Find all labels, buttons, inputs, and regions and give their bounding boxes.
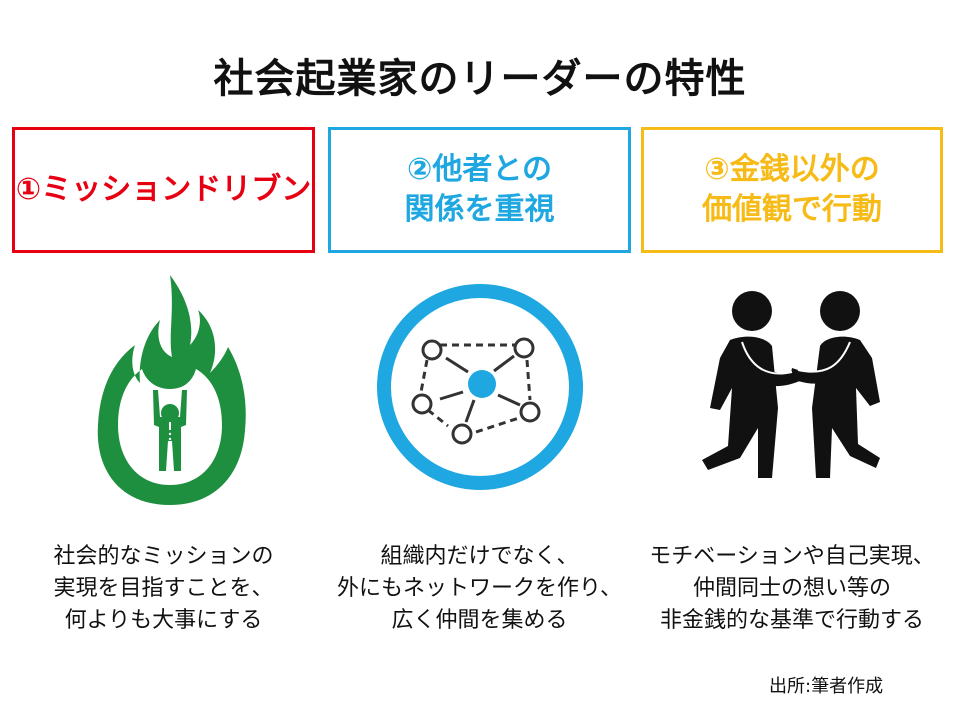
page-title: 社会起業家のリーダーの特性 — [213, 56, 747, 102]
card-label: ①ミッションドリブン — [15, 172, 312, 207]
card-label: ②他者との 関係を重視 — [404, 152, 555, 227]
network-circle-icon — [377, 284, 583, 490]
card-label: ③金銭以外の 価値観で行動 — [702, 152, 882, 227]
two-people-handshake-icon — [702, 291, 880, 478]
card-relationships: ②他者との 関係を重視 — [328, 127, 631, 253]
source-note: 出所:筆者作成 — [769, 676, 884, 697]
flame-person-icon — [97, 275, 246, 505]
description-mission-driven: 社会的なミッションの 実現を目指すことを、 何よりも大事にする — [53, 544, 274, 633]
description-non-monetary-values: モチベーションや自己実現、 仲間同士の想い等の 非金銭的な基準で行動する — [649, 544, 935, 633]
description-relationships: 組織内だけでなく、 外にもネットワークを作り、 広く仲間を集める — [336, 544, 623, 633]
card-non-monetary-values: ③金銭以外の 価値観で行動 — [641, 127, 943, 253]
card-mission-driven: ①ミッションドリブン — [12, 127, 315, 253]
